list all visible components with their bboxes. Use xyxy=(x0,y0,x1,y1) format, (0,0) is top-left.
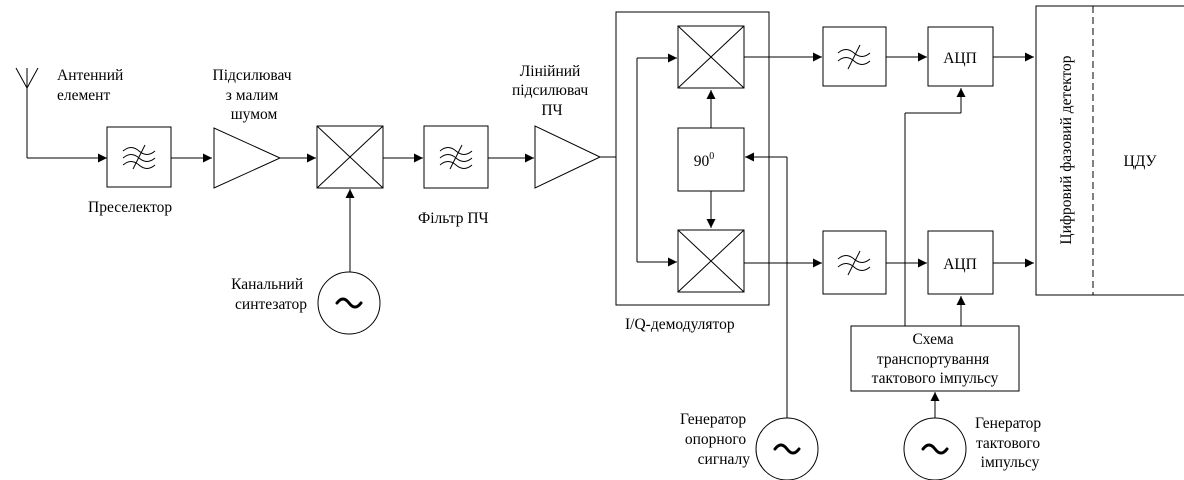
phase-shifter-label: 900 xyxy=(694,151,715,170)
digital-processing-block: Цифровий фазовий детектор ЦДУ xyxy=(1035,5,1184,296)
adc-bottom-block: АЦП xyxy=(927,230,994,295)
if-amplifier-label: Лінійний підсилювач ПЧ xyxy=(512,63,592,119)
lna-label: Підсилювач з малим шумом xyxy=(213,67,296,123)
adc-top-block: АЦП xyxy=(927,26,994,87)
if-filter-label: Фільтр ПЧ xyxy=(418,210,489,227)
clock-transport-block: Схема транспортування тактового імпульсу xyxy=(850,325,1020,392)
preselector-label: Преселектор xyxy=(88,199,172,216)
adc-bottom-label: АЦП xyxy=(943,256,977,273)
reference-generator-oscillator xyxy=(755,417,819,480)
reference-generator-label: Генератор опорного сигналу xyxy=(680,411,750,468)
mixer-block xyxy=(316,125,384,189)
phase-detector-label: Цифровий фазовий детектор xyxy=(1058,55,1075,244)
iq-demodulator-container: 900 xyxy=(615,11,770,306)
if-filter-block xyxy=(423,125,489,189)
phase-shifter-block: 900 xyxy=(677,127,745,192)
if-amplifier-block xyxy=(534,125,602,189)
lowpass-filter-bottom xyxy=(822,230,887,295)
channel-synthesizer-label: Канальний синтезатор xyxy=(231,276,307,313)
antenna-label: Антенний елемент xyxy=(57,67,127,104)
iq-mixer-top xyxy=(677,25,745,89)
clock-generator-label: Генератор тактового імпульсу xyxy=(975,415,1045,471)
preselector-filter-block xyxy=(106,126,172,188)
clock-generator-oscillator xyxy=(903,417,967,480)
lowpass-filter-top xyxy=(822,26,887,87)
lna-amplifier-block xyxy=(213,127,282,189)
channel-synthesizer-oscillator xyxy=(317,271,381,335)
iq-demodulator-label: I/Q-демодулятор xyxy=(625,316,735,333)
iq-mixer-bottom xyxy=(677,229,745,293)
ddc-label: ЦДУ xyxy=(1124,153,1157,170)
adc-top-label: АЦП xyxy=(943,50,977,67)
antenna-icon xyxy=(15,67,107,163)
clock-transport-label: Схема транспортування тактового імпульсу xyxy=(872,331,999,387)
